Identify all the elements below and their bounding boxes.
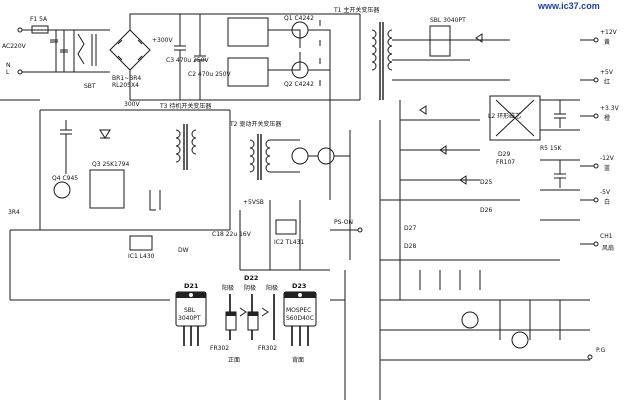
- r5-label: R5 15K: [540, 145, 563, 152]
- d21-package: D21 SBL 3040PT: [175, 282, 207, 346]
- output-terminal: -5V 白: [593, 189, 611, 206]
- d23-part-line1: MOSPEC: [286, 307, 311, 314]
- ic2-label: IC2 TL431: [274, 239, 304, 246]
- bulk-capacitors: C3 470u 250V C2 470u 250V: [166, 14, 232, 100]
- output-terminal: -12V 蓝: [593, 155, 615, 172]
- ac-voltage-label: AC220V: [2, 43, 27, 50]
- output-voltage: +3.3V: [600, 105, 620, 112]
- ac-n-label: N: [6, 62, 11, 69]
- terminal-l: [17, 69, 23, 75]
- d22-part-right: FR302: [258, 345, 277, 352]
- standby-section: Q4 C945 Q3 2SK1794 IC1 L430 3R4 C18 22u …: [8, 109, 252, 260]
- d25-label: D25: [480, 179, 492, 186]
- c18-label: C18 22u 16V: [212, 231, 252, 238]
- d27-label: D27: [404, 225, 416, 232]
- vcc-300-label: 300V: [124, 101, 140, 108]
- t1-label: T1 主开关变压器: [333, 6, 379, 14]
- ic1-label: IC1 L430: [128, 253, 155, 260]
- drive-transformer-t2: [249, 134, 350, 180]
- dc-bus-label: +300V: [152, 37, 173, 44]
- output-wire-color: 黄: [604, 38, 610, 46]
- ac-l-label: L: [6, 69, 10, 76]
- fr107-label: FR107: [496, 159, 515, 166]
- q1-label: Q1 C4242: [284, 15, 314, 22]
- terminal-n: [17, 27, 23, 33]
- component-legend: D21 SBL 3040PT D22 阳极 阴极 阳极 FR302 FR302 …: [175, 274, 317, 364]
- secondary-side: SBL 3040PT L2 环形磁芯 D29 FR107 D25 D26 D27…: [330, 17, 590, 400]
- sbl-rectifier: [429, 25, 451, 57]
- output-terminal: +3.3V 橙: [593, 105, 620, 122]
- output-voltage: +12V: [600, 29, 618, 36]
- output-wire-color: 蓝: [604, 164, 610, 172]
- output-terminal: +12V 黄: [593, 29, 618, 46]
- l2-toroid: [489, 95, 541, 141]
- ps-on-label: PS-ON: [334, 219, 353, 226]
- bridge-rectifier: BR1~BR4 RL205X4 +300V: [109, 13, 360, 101]
- pg-label: P.G: [596, 347, 606, 354]
- fuse-label: F1 5A: [30, 16, 48, 23]
- c2-label: C2 470u 250V: [188, 71, 232, 78]
- output-voltage: -12V: [600, 155, 615, 162]
- t2-label: T2 驱动开关变压器: [229, 120, 281, 128]
- d28-label: D28: [404, 243, 416, 250]
- d22-ref: D22: [244, 274, 258, 282]
- c3-label: C3 470u 250V: [166, 57, 210, 64]
- q3-mosfet: [89, 169, 125, 209]
- d21-part-line1: SBL: [184, 307, 196, 314]
- control-section: +5VSB IC2 TL431 PS-ON P.G: [239, 199, 606, 360]
- half-bridge-switches: Q1 C4242 Q2 C4242: [227, 15, 331, 100]
- output-terminal: CH1 风扇: [593, 233, 614, 252]
- d21-part-line2: 3040PT: [178, 315, 201, 322]
- main-transformer-t1: T1 主开关变压器: [333, 6, 393, 100]
- d22-part-left: FR302: [210, 345, 229, 352]
- bridge-part-label: RL205X4: [112, 82, 139, 89]
- q4-label: Q4 C945: [52, 175, 78, 182]
- pin-label-3: 阳极: [266, 284, 278, 292]
- ac-input-section: AC220V N L F1 5A SBT: [2, 16, 110, 90]
- d26-label: D26: [480, 207, 492, 214]
- d23-ref: D23: [292, 282, 306, 290]
- output-voltage: CH1: [600, 233, 613, 240]
- dw-label: DW: [178, 247, 189, 254]
- fuse-symbol: [31, 25, 49, 34]
- d23-package: D23 MOSPEC S60D40C 背面: [283, 282, 317, 364]
- output-terminal: +5V 红: [593, 69, 614, 86]
- output-wire-color: 橙: [604, 114, 610, 122]
- ic1-optocoupler: [129, 235, 153, 251]
- d29-label: D29: [498, 151, 510, 158]
- d23-caption: 背面: [292, 356, 304, 364]
- emi-choke: [77, 33, 85, 65]
- l2-label: L2 环形磁芯: [488, 112, 521, 120]
- pin-label-1: 阳极: [222, 284, 234, 292]
- sbl-label: SBL 3040PT: [430, 17, 466, 24]
- output-voltage: -5V: [600, 189, 611, 196]
- output-wire-color: 风扇: [602, 244, 614, 252]
- d23-part-line2: S60D40C: [286, 315, 314, 322]
- d22-package: D22 阳极 阴极 阳极 FR302 FR302 正面: [210, 274, 278, 364]
- d22-caption: 正面: [228, 357, 240, 364]
- bridge-label: BR1~BR4: [112, 75, 141, 82]
- output-voltage: +5V: [600, 69, 614, 76]
- q2-label: Q2 C4242: [284, 81, 314, 88]
- pin-label-2: 阴极: [244, 284, 256, 292]
- t3-label: T3 待机开关变压器: [159, 102, 211, 110]
- output-wire-color: 白: [604, 198, 610, 206]
- output-terminals: +12V 黄 +5V 红 +3.3V 橙 -12V 蓝 -5V 白 CH1 风扇: [580, 29, 620, 252]
- q4-transistor: [53, 181, 71, 199]
- vsb-label: +5VSB: [243, 199, 264, 206]
- d21-ref: D21: [184, 282, 199, 290]
- watermark-text: www.ic37.com: [537, 1, 600, 11]
- svg-text:3R4: 3R4: [8, 209, 20, 216]
- svg-text:SBT: SBT: [84, 83, 96, 90]
- q3-label: Q3 2SK1794: [92, 161, 129, 168]
- output-wire-color: 红: [604, 78, 610, 86]
